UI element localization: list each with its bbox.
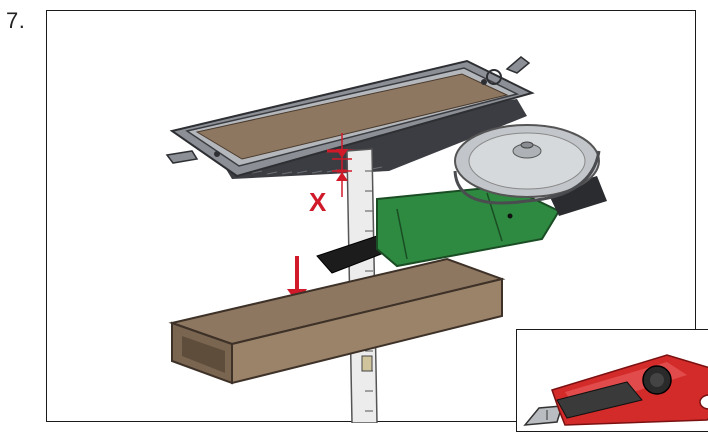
tool-inset	[516, 329, 708, 432]
aluminium-frame-icon	[165, 56, 535, 179]
dimension-indicator	[332, 133, 352, 197]
angle-grinder-icon	[316, 124, 607, 274]
utility-knife-icon	[523, 354, 708, 426]
wooden-board-icon	[168, 257, 506, 385]
assembly-scene: X	[165, 56, 607, 423]
dimension-letter: X	[309, 187, 327, 217]
illustration-frame: X	[46, 10, 708, 432]
step-number: 7.	[6, 8, 26, 33]
